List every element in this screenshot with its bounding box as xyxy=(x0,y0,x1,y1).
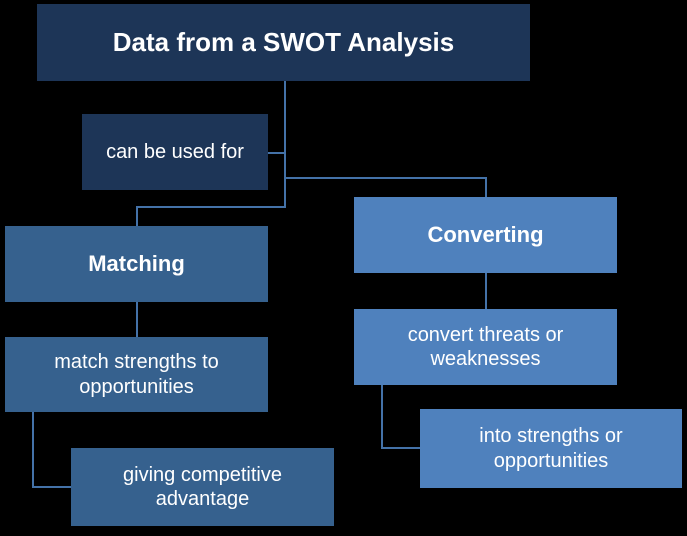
node-can-be-used-for[interactable]: can be used for xyxy=(82,114,268,190)
node-root-label: Data from a SWOT Analysis xyxy=(112,26,455,57)
node-convert-threats-or-weaknesses-label: convert threats or weaknesses xyxy=(407,323,564,370)
node-match-strengths-to-opportunities-label: match strengths to opportunities xyxy=(54,351,219,398)
connector-root-to-note xyxy=(268,152,286,154)
connector-converting-detail-to-outcome-horizontal xyxy=(381,447,421,449)
connector-matching-detail-to-outcome-horizontal xyxy=(32,486,72,488)
node-converting-label: Converting xyxy=(427,221,544,247)
node-converting[interactable]: Converting xyxy=(354,197,617,273)
node-match-strengths-to-opportunities[interactable]: match strengths to opportunities xyxy=(5,337,268,412)
node-matching[interactable]: Matching xyxy=(5,226,268,302)
node-root[interactable]: Data from a SWOT Analysis xyxy=(37,4,530,81)
connector-matching-to-detail xyxy=(136,302,138,338)
node-matching-label: Matching xyxy=(88,250,185,276)
node-can-be-used-for-label: can be used for xyxy=(106,140,244,163)
node-giving-competitive-advantage[interactable]: giving competitive advantage xyxy=(71,448,334,526)
connector-converting-to-detail xyxy=(485,273,487,310)
node-convert-threats-or-weaknesses[interactable]: convert threats or weaknesses xyxy=(354,309,617,385)
connector-converting-detail-to-outcome-vertical xyxy=(381,385,383,449)
connector-root-to-converting-horizontal xyxy=(284,177,487,179)
connector-matching-detail-to-outcome-vertical xyxy=(32,412,34,488)
connector-root-to-matching-vertical xyxy=(136,206,138,227)
node-into-strengths-or-opportunities[interactable]: into strengths or opportunities xyxy=(420,409,682,488)
connector-root-to-converting-vertical xyxy=(485,177,487,198)
connector-root-to-matching-horizontal xyxy=(136,206,286,208)
connector-root-trunk xyxy=(284,81,286,208)
node-giving-competitive-advantage-label: giving competitive advantage xyxy=(123,463,282,510)
node-into-strengths-or-opportunities-label: into strengths or opportunities xyxy=(479,425,623,472)
